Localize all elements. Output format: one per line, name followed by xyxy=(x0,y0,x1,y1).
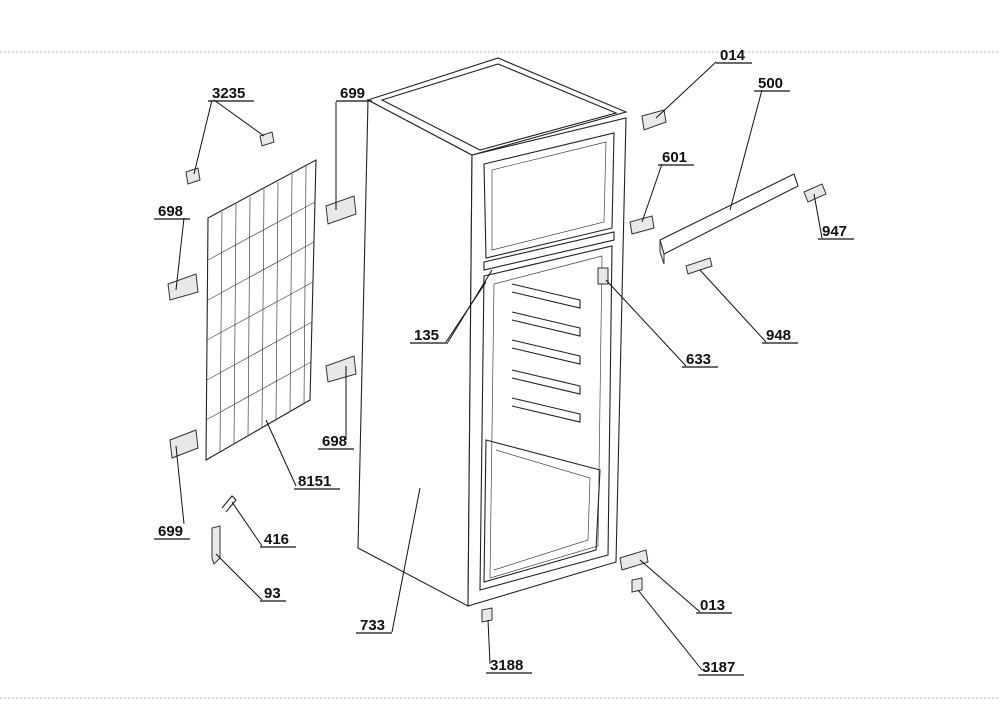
part-013-hinge xyxy=(619,549,649,571)
label-633: 633 xyxy=(686,351,711,368)
label-014: 014 xyxy=(720,47,746,64)
shelf-rails xyxy=(511,283,581,423)
label-3235: 3235 xyxy=(212,85,245,102)
part-698-right-bracket xyxy=(325,355,357,383)
top-grid xyxy=(380,63,618,151)
label-8151: 8151 xyxy=(298,473,331,490)
part-699-bottom-bracket xyxy=(169,429,199,459)
label-013: 013 xyxy=(700,597,725,614)
label-601: 601 xyxy=(662,149,687,166)
leader-lines xyxy=(175,61,823,671)
label-93: 93 xyxy=(264,585,281,602)
label-3187: 3187 xyxy=(702,659,735,676)
page-frame xyxy=(0,51,1000,699)
part-500-handle xyxy=(659,173,799,265)
part-698-left-bracket xyxy=(167,273,199,301)
part-601-hinge xyxy=(629,215,655,235)
part-93-pin xyxy=(211,525,221,565)
label-733: 733 xyxy=(360,617,385,634)
label-699-bottom: 699 xyxy=(158,523,183,540)
part-633-clip xyxy=(597,267,609,285)
part-3188-foot xyxy=(481,607,493,623)
part-948-strip xyxy=(685,257,713,275)
label-416: 416 xyxy=(264,531,289,548)
cabinet-body xyxy=(357,57,628,607)
label-135: 135 xyxy=(414,327,439,344)
part-labels: 014 500 3235 699 601 698 947 135 948 633… xyxy=(154,47,854,676)
label-947: 947 xyxy=(822,223,847,240)
label-948: 948 xyxy=(766,327,791,344)
part-3187-foot xyxy=(631,577,643,593)
label-698-right: 698 xyxy=(322,433,347,450)
part-947-end-cap xyxy=(803,183,827,203)
label-3188: 3188 xyxy=(490,657,523,674)
part-699-top-bracket xyxy=(325,195,357,225)
fridge-compartment xyxy=(479,245,613,591)
part-416-tube xyxy=(221,495,237,513)
label-500: 500 xyxy=(758,75,783,92)
condenser xyxy=(205,159,317,461)
part-014-hinge xyxy=(641,109,667,131)
label-699-top: 699 xyxy=(340,85,365,102)
label-698-left: 698 xyxy=(158,203,183,220)
part-3235-caps xyxy=(185,131,275,185)
crisper-area xyxy=(483,439,601,583)
